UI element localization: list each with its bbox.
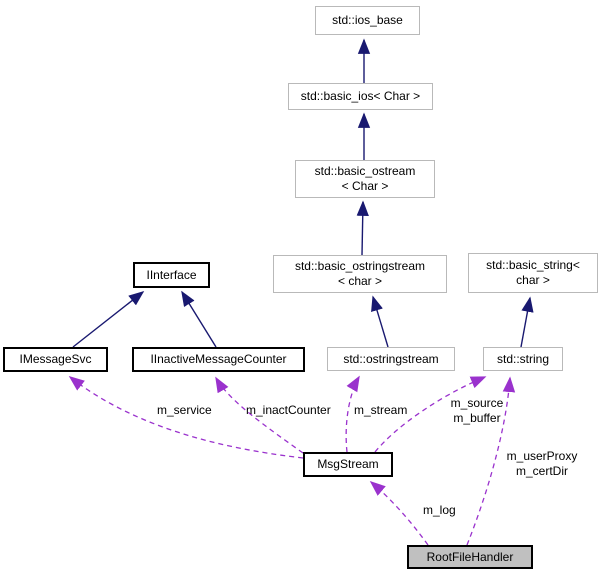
node-msgstream[interactable]: MsgStream [303,452,393,477]
node-label-line: std::basic_string< [486,258,580,272]
edge-string-to-basic-string [520,296,534,348]
node-std-basic-string: std::basic_string< char > [468,253,598,293]
edge-label-line: m_source [450,396,504,410]
edge-rootfilehandler-to-string [466,376,516,546]
edge-msgstream-to-string [374,376,487,453]
node-std-basic-ostream: std::basic_ostream < Char > [295,160,435,198]
edge-rootfilehandler-to-msgstream [369,480,429,546]
edge-ostringstream-to-basic-ostringstream [371,295,389,348]
node-label-line: < char > [337,274,383,288]
edge-label-line: m_buffer [453,411,501,425]
node-std-string: std::string [483,347,563,371]
edge-msgstream-to-imessagesvc [68,376,304,459]
edge-label-m-userproxy-m-certdir: m_userProxy m_certDir [498,449,586,479]
edge-label-m-stream: m_stream [354,403,408,417]
node-std-ostringstream: std::ostringstream [327,347,455,371]
edge-label-m-service: m_service [157,403,212,417]
edge-label-line: m_certDir [515,464,568,478]
node-std-basic-ios: std::basic_ios< Char > [288,83,433,110]
node-std-basic-ostringstream: std::basic_ostringstream < char > [273,255,447,293]
edge-label-line: m_userProxy [506,449,578,463]
edge-iinactivemessagecounter-to-iinterface [181,290,217,348]
node-label: std::basic_ostringstream < char > [295,259,425,289]
node-label-line: std::basic_ostringstream [294,259,426,273]
node-label-line: char > [516,273,550,287]
edge-label-m-source-m-buffer: m_source m_buffer [440,396,514,426]
node-rootfilehandler[interactable]: RootFileHandler [407,545,533,569]
node-imessagesvc[interactable]: IMessageSvc [3,347,108,372]
node-label-line: std::basic_ostream [314,164,416,178]
node-label: std::basic_ostream < Char > [315,164,416,194]
node-label-line: < Char > [341,179,389,193]
edge-msgstream-to-iinactivemessagecounter [215,376,304,454]
edge-imessagesvc-to-iinterface [72,291,145,348]
edge-label-m-inactcounter: m_inactCounter [246,403,331,417]
node-iinactivemessagecounter[interactable]: IInactiveMessageCounter [132,347,305,372]
node-iinterface[interactable]: IInterface [133,262,210,288]
node-label: std::basic_string< char > [486,258,580,288]
node-std-ios-base: std::ios_base [315,6,420,35]
edge-basic-ostringstream-to-basic-ostream [356,200,369,256]
edge-label-m-log: m_log [423,503,456,517]
